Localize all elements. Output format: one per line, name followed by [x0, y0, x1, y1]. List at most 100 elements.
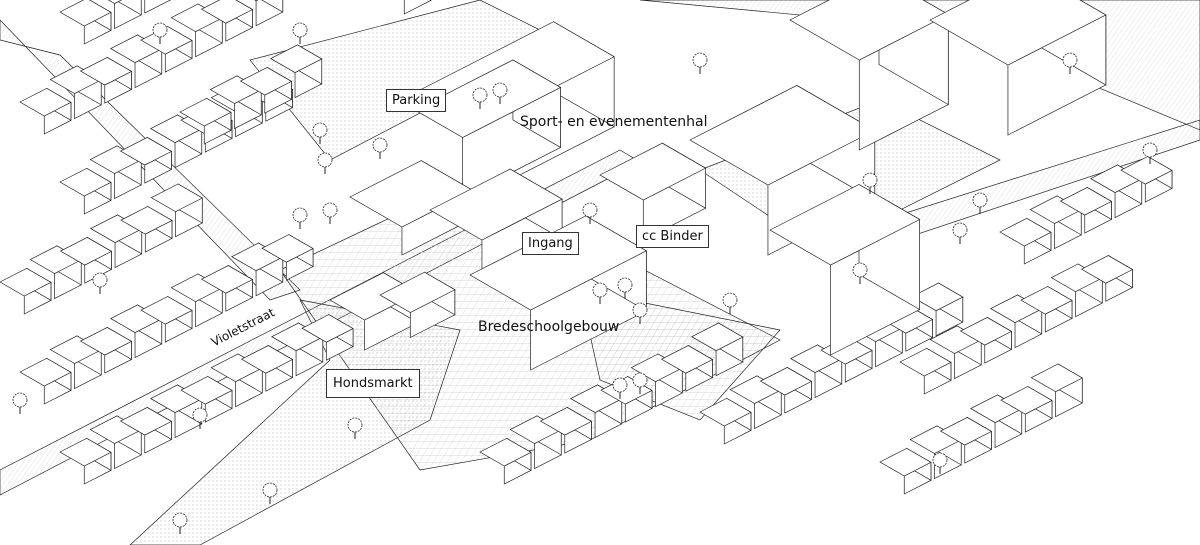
tree-icon	[292, 22, 308, 44]
house	[0, 267, 52, 315]
building-roof	[301, 314, 354, 343]
tree-icon	[592, 282, 608, 304]
building-roof	[79, 57, 133, 86]
house	[1120, 155, 1173, 203]
tree-icon	[192, 407, 208, 429]
tree-icon	[492, 82, 508, 104]
tree-icon	[582, 202, 598, 224]
tree-icon	[92, 272, 108, 294]
building-roof	[0, 267, 52, 297]
label-parking: Parking	[386, 89, 447, 112]
house	[150, 183, 203, 238]
building-roof	[120, 206, 173, 235]
building-roof	[19, 357, 72, 387]
south-east-block	[769, 183, 921, 356]
house	[759, 366, 813, 414]
building-roof	[119, 407, 173, 436]
house	[140, 295, 193, 343]
building-roof	[59, 237, 113, 266]
building-roof	[759, 367, 813, 396]
house	[699, 397, 752, 445]
label-sporthal: Sport- en evenementenhal	[520, 114, 708, 130]
building-roof	[999, 217, 1052, 247]
building-roof	[179, 97, 232, 127]
building-roof	[59, 437, 112, 467]
building-roof	[59, 167, 112, 197]
building-roof	[929, 0, 1107, 66]
house	[19, 87, 72, 135]
tree-icon	[632, 302, 648, 324]
building-roof	[879, 447, 932, 477]
house	[1020, 285, 1073, 333]
building-facade	[116, 0, 142, 16]
house	[120, 205, 173, 253]
house	[1030, 363, 1083, 418]
building-roof	[414, 59, 562, 138]
tree-icon	[312, 122, 328, 144]
house	[959, 316, 1013, 364]
building-roof	[180, 376, 233, 405]
tree-icon	[632, 372, 648, 394]
tree-icon	[262, 482, 278, 504]
house	[539, 406, 593, 454]
house	[879, 447, 932, 495]
building-roof	[261, 234, 314, 263]
building-roof	[270, 44, 323, 73]
tree-icon	[617, 277, 633, 299]
building-roof	[599, 142, 707, 201]
house	[691, 322, 744, 377]
house	[1059, 186, 1113, 234]
building-roof	[1000, 386, 1053, 415]
building-roof	[660, 345, 714, 374]
tree-icon	[852, 262, 868, 284]
house	[1000, 385, 1053, 433]
building-roof	[107, 0, 123, 4]
building-roof	[699, 397, 752, 427]
tree-icon	[322, 202, 338, 224]
east-office	[929, 0, 1107, 136]
building-facade	[144, 0, 172, 14]
tree-icon	[372, 137, 388, 159]
building-roof	[140, 296, 193, 325]
house	[140, 25, 193, 73]
building-roof	[1120, 156, 1173, 185]
house	[1080, 254, 1134, 302]
hondsmarkt-building	[379, 271, 456, 339]
building-roof	[19, 87, 72, 117]
house	[911, 282, 964, 337]
house	[403, 0, 432, 15]
east-tall-block	[789, 0, 950, 151]
house	[59, 0, 112, 45]
house	[19, 357, 72, 405]
house	[509, 415, 562, 470]
tree-icon	[1142, 142, 1158, 164]
house	[107, 0, 142, 30]
building-facade	[403, 0, 432, 15]
tree-icon	[612, 377, 628, 399]
house	[200, 264, 254, 312]
house	[200, 0, 254, 42]
house	[180, 375, 233, 423]
tree-icon	[12, 392, 28, 414]
building-roof	[959, 317, 1013, 346]
cc-binder	[599, 142, 707, 241]
building-roof	[1080, 255, 1134, 284]
building-roof	[240, 345, 294, 374]
tree-icon	[932, 452, 948, 474]
house	[119, 136, 173, 184]
label-ingang: Ingang	[522, 232, 579, 255]
house	[79, 56, 133, 104]
building-roof	[479, 437, 532, 467]
house	[144, 0, 172, 14]
building-roof	[379, 271, 456, 313]
building-roof	[1030, 363, 1083, 393]
school-block-main	[414, 59, 562, 199]
building-roof	[150, 183, 203, 213]
house	[79, 326, 133, 374]
house	[820, 335, 873, 383]
house	[999, 217, 1052, 265]
tree-icon	[862, 172, 878, 194]
hondsmarkt-path	[129, 299, 461, 545]
building-roof	[200, 0, 254, 24]
